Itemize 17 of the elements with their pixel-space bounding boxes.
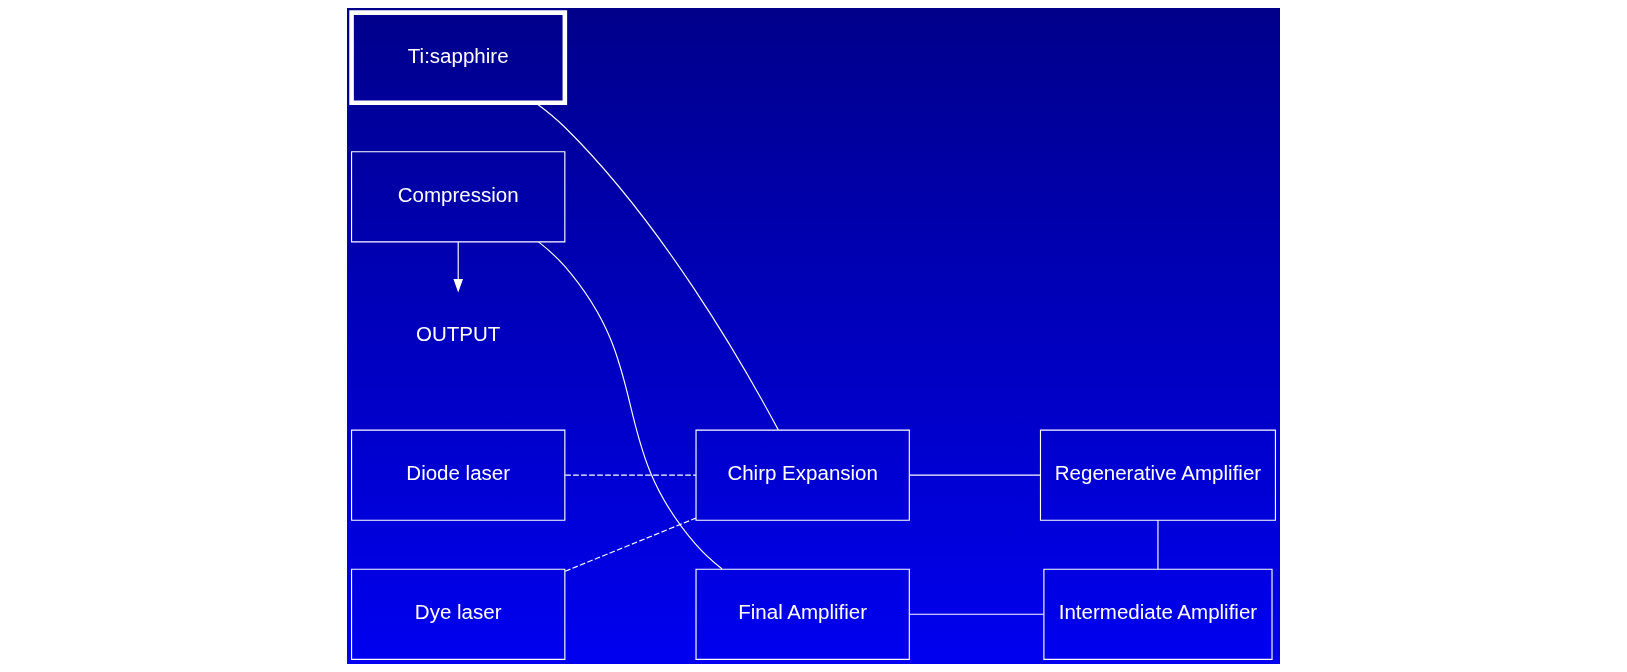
connector [564,474,697,476]
connector [909,613,1045,615]
node-box: Ti:sapphire [349,10,568,106]
connector [535,102,779,431]
arrow [453,241,463,293]
connector [538,241,723,570]
node-box: Chirp Expansion [695,429,910,521]
node-box: Compression [351,151,566,243]
connector [1157,519,1159,570]
node-box: Final Amplifier [695,568,910,660]
connector [909,474,1041,476]
node-box: Intermediate Amplifier [1043,568,1273,660]
node-box: Diode laser [351,429,566,521]
connector [564,517,697,572]
node-box: Regenerative Amplifier [1039,429,1276,521]
node-box: Dye laser [351,568,566,660]
node-text: OUTPUT [416,322,501,346]
